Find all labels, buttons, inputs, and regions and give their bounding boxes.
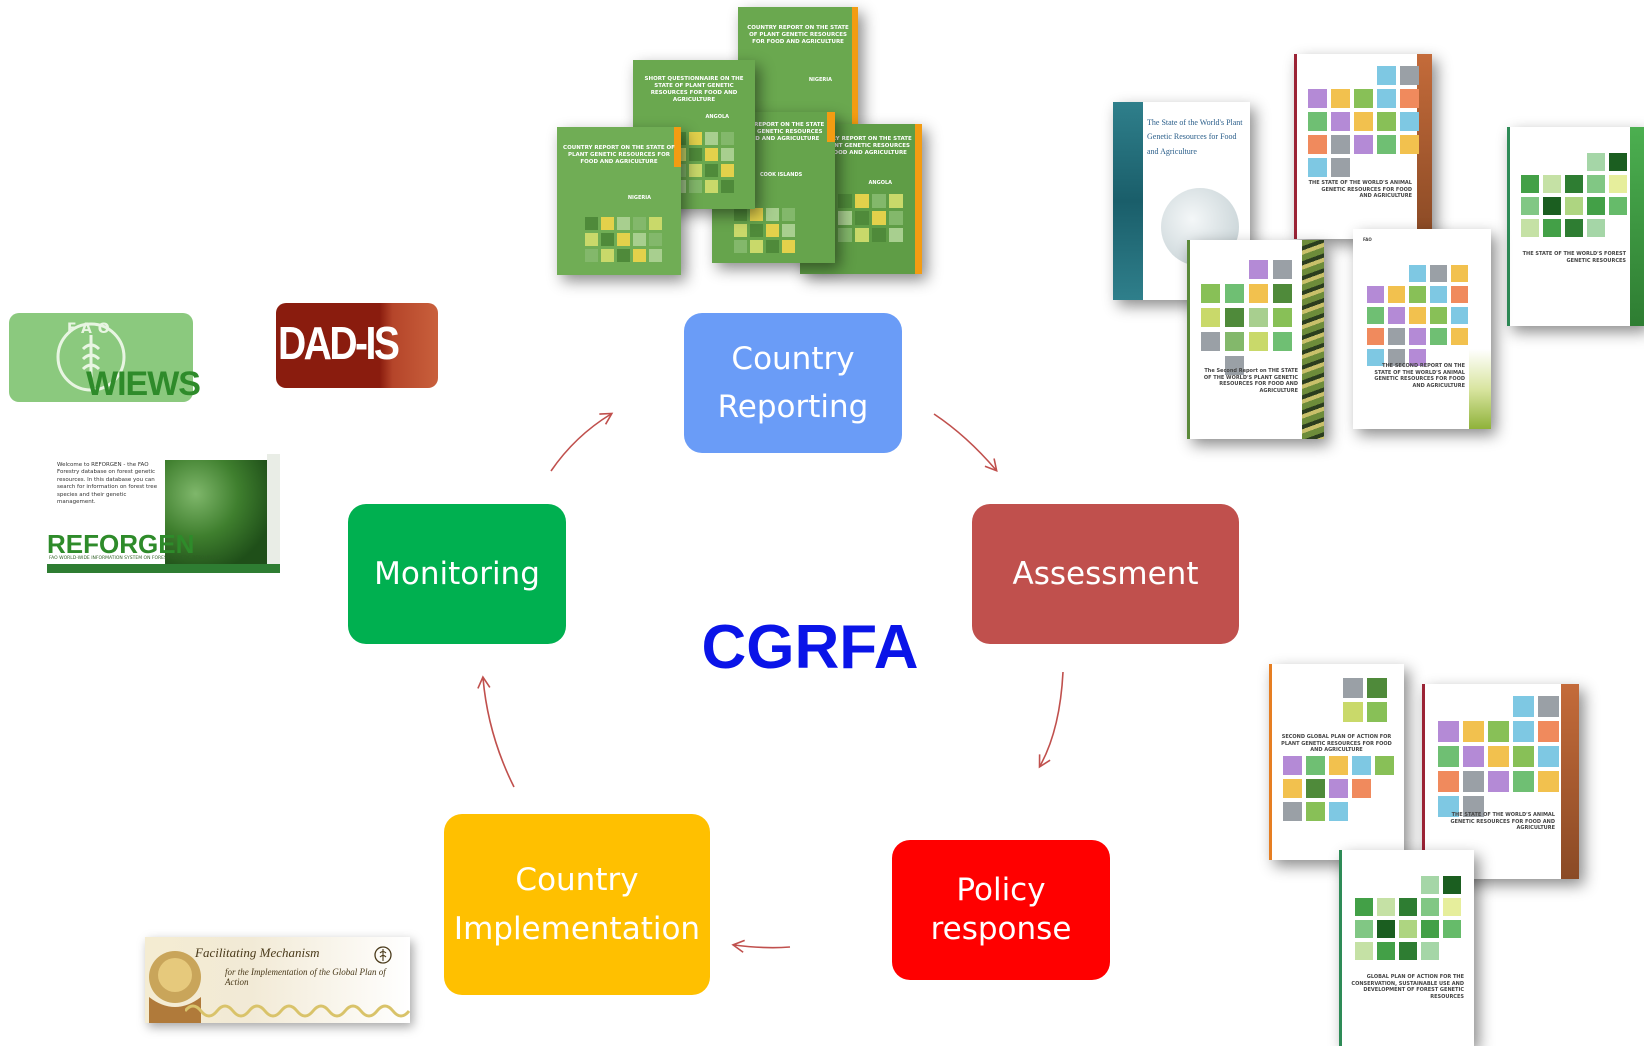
- policy-cover-angr-gpa: THE STATE OF THE WORLD'S ANIMAL GENETIC …: [1422, 684, 1579, 879]
- reforgen-bottom-bar: [47, 564, 280, 573]
- node-assessment-label: Assessment: [1012, 555, 1199, 592]
- assessment-cover-pgr2: The Second Report on THE STATE OF THE WO…: [1187, 240, 1324, 439]
- center-title: CGRFA: [701, 613, 919, 682]
- policy-cover-fgr-gpa: GLOBAL PLAN OF ACTION FOR THE CONSERVATI…: [1339, 850, 1474, 1046]
- node-country-implementation: Country Implementation: [444, 814, 710, 995]
- node-monitoring: Monitoring: [348, 504, 566, 644]
- assessment-cover-angr1: THE STATE OF THE WORLD'S ANIMAL GENETIC …: [1294, 54, 1432, 239]
- policy-title: THE STATE OF THE WORLD'S ANIMAL GENETIC …: [1450, 812, 1555, 831]
- reforgen-subtitle: FAO WORLD-WIDE INFORMATION SYSTEM ON FOR…: [49, 556, 220, 561]
- icon-grid: [1201, 260, 1292, 375]
- reforgen-logo: Welcome to REFORGEN - the FAO Forestry d…: [47, 454, 280, 573]
- icon-grid: [673, 132, 734, 193]
- node-country-implementation-line1: Country: [515, 862, 639, 899]
- country-report-cover-3: COUNTRY REPORT ON THE STATE OF PLANT GEN…: [738, 7, 858, 132]
- node-country-implementation-line2: Implementation: [453, 910, 701, 947]
- node-country-reporting-line2: Reporting: [717, 389, 869, 425]
- country-report-title: COUNTRY REPORT ON THE STATE OF PLANT GEN…: [563, 145, 675, 166]
- assessment-title: THE STATE OF THE WORLD'S ANIMAL GENETIC …: [1308, 180, 1412, 199]
- fao-emblem-icon: [56, 322, 126, 392]
- dadis-text: DAD-IS: [278, 317, 400, 369]
- icon-grid: [838, 194, 903, 242]
- country-report-title: COUNTRY REPORT ON THE STATE OF PLANT GEN…: [747, 25, 849, 46]
- node-monitoring-label: Monitoring: [374, 555, 540, 592]
- fao-small-icon: [374, 946, 392, 964]
- wiews-text: WIEWS: [86, 365, 201, 403]
- assessment-title-header: FAO: [1363, 237, 1372, 242]
- wiews-logo: FAO WIEWS: [9, 313, 201, 403]
- node-country-reporting-line1: Country: [731, 340, 855, 377]
- facilitating-mechanism-logo: Facilitating Mechanism for the Implement…: [145, 937, 410, 1023]
- arrow-reporting-to-assessment: [933, 413, 998, 473]
- policy-title: SECOND GLOBAL PLAN OF ACTION FOR PLANT G…: [1281, 734, 1392, 753]
- icon-grid: [1308, 66, 1419, 177]
- node-country-reporting: Country Reporting: [684, 313, 902, 453]
- node-policy-response-line1: Policy: [956, 872, 1046, 909]
- icon-grid: [1521, 153, 1627, 237]
- node-policy-response-line2: response: [930, 911, 1072, 947]
- facilitating-line2: for the Implementation of the Global Pla…: [225, 967, 386, 987]
- arrow-policy-to-implementation: [731, 939, 791, 953]
- country-report-country: COOK ISLANDS: [760, 172, 803, 178]
- icon-grid: [1343, 678, 1387, 722]
- icon-grid: [585, 217, 662, 262]
- country-report-country: NIGERIA: [627, 195, 651, 201]
- assessment-title: The Second Report on THE STATE OF THE WO…: [1203, 368, 1298, 394]
- reforgen-text: REFORGEN: [47, 529, 195, 559]
- assessment-title: THE SECOND REPORT ON THE STATE OF THE WO…: [1374, 363, 1465, 389]
- facilitating-line1: Facilitating Mechanism: [195, 945, 320, 960]
- country-report-title: SHORT QUESTIONNAIRE ON THE STATE OF PLAN…: [644, 76, 744, 104]
- hands-globe-icon: [149, 951, 201, 1023]
- country-report-cover-1: COUNTRY REPORT ON THE STATE OF PLANT GEN…: [557, 127, 681, 275]
- reforgen-quote: Welcome to REFORGEN - the FAO Forestry d…: [57, 462, 158, 506]
- arrow-monitoring-to-reporting: [550, 412, 614, 472]
- icon-grid: [734, 208, 795, 253]
- arrow-implementation-to-monitoring: [477, 675, 515, 788]
- assessment-cover-fgr: THE STATE OF THE WORLD'S FOREST GENETIC …: [1507, 127, 1644, 326]
- icon-grid: [1355, 876, 1461, 960]
- country-report-country: ANGOLA: [705, 114, 729, 120]
- assessment-cover-angr2: FAO THE SECOND REPORT ON THE STATE OF TH…: [1353, 229, 1491, 429]
- seed-row-decoration: [185, 1004, 410, 1018]
- node-assessment: Assessment: [972, 504, 1239, 644]
- policy-cover-pgr-gpa: SECOND GLOBAL PLAN OF ACTION FOR PLANT G…: [1269, 664, 1404, 860]
- country-report-country: ANGOLA: [868, 180, 892, 186]
- dadis-logo: DAD-IS: [276, 303, 438, 388]
- policy-title: GLOBAL PLAN OF ACTION FOR THE CONSERVATI…: [1351, 974, 1464, 1000]
- assessment-title: The State of the World's Plant Genetic R…: [1147, 118, 1243, 156]
- country-report-country: NIGERIA: [808, 77, 832, 83]
- node-policy-response: Policy response: [892, 840, 1110, 980]
- assessment-title: THE STATE OF THE WORLD'S FOREST GENETIC …: [1522, 251, 1626, 264]
- country-report-title: COUNTRY REPORT ON THE STATE OF PLANT GEN…: [810, 136, 912, 157]
- arrow-assessment-to-policy: [1038, 671, 1064, 769]
- fao-emblem-text: FAO: [67, 321, 116, 337]
- icon-grid: [1438, 696, 1559, 817]
- icon-grid: [1283, 756, 1394, 821]
- reforgen-side-strip: [267, 454, 280, 573]
- country-report-title: COUNTRY REPORT ON THE STATE OF PLANT GEN…: [722, 122, 825, 143]
- icon-grid: [1367, 265, 1468, 366]
- reforgen-foliage: [165, 460, 267, 573]
